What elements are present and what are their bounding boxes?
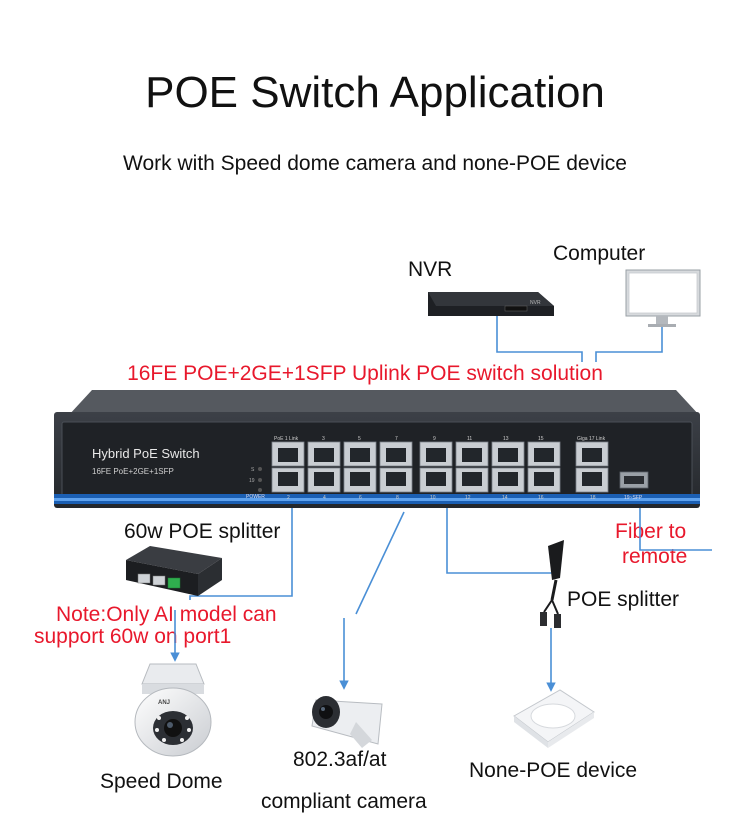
giga-link-label: Giga 17 Link [577, 436, 606, 442]
speed-dome-label: Speed Dome [100, 770, 223, 793]
page-title: POE Switch Application [145, 68, 605, 117]
poe-switch: Hybrid PoE Switch 16FE PoE+2GE+1SFP S 19… [54, 390, 700, 508]
sfp-label: 19~SFP [624, 495, 643, 501]
none-poe-access-point [513, 689, 595, 748]
port-num-16: 16 [538, 495, 544, 501]
poe-splitter-device [540, 540, 564, 628]
port-num-14: 14 [502, 495, 508, 501]
line-nvr [496, 312, 583, 362]
led-s-label: S [251, 467, 255, 473]
port-num-8: 8 [396, 495, 399, 501]
port-num-13: 13 [503, 436, 509, 442]
port-num-5: 5 [358, 436, 361, 442]
line-splitter-60w [189, 500, 293, 600]
power-label: POWER [246, 494, 265, 500]
nvr-label: NVR [408, 258, 453, 281]
led-power [258, 488, 262, 492]
port-num-11: 11 [467, 436, 472, 442]
port-num-7: 7 [395, 436, 398, 442]
bullet-camera [311, 696, 383, 748]
page-subtitle: Work with Speed dome camera and none-POE… [123, 152, 627, 175]
nvr-badge: NVR [530, 300, 541, 306]
speed-dome-camera: ANJ [134, 663, 212, 757]
note-line1: Note:Only AI model can [56, 603, 277, 626]
port-num-4: 4 [323, 495, 326, 501]
none-poe-label: None-POE device [469, 759, 638, 782]
port-num-18: 18 [590, 495, 596, 501]
computer-monitor [625, 269, 701, 327]
port-num-6: 6 [359, 495, 362, 501]
note-line2: support 60w on port1 [34, 625, 232, 648]
fiber-label-line1: Fiber to [615, 520, 687, 543]
line-camera [355, 511, 405, 615]
line-poe-splitter [446, 500, 556, 574]
poe-link-label: PoE 1 Link [274, 436, 299, 442]
port-num-2: 2 [287, 495, 290, 501]
rj45-port-holes [278, 448, 602, 486]
port-num-10: 10 [430, 495, 436, 501]
line-computer [595, 324, 663, 362]
led-s [258, 467, 262, 471]
splitter-60w-label: 60w POE splitter [124, 520, 281, 543]
port-num-12: 12 [465, 495, 471, 501]
led-19 [258, 478, 262, 482]
line-fiber [639, 500, 712, 551]
dome-brand: ANJ [158, 700, 170, 706]
nvr-device: NVR [428, 292, 554, 316]
poe-splitter-label: POE splitter [567, 588, 680, 611]
top-port-numbers: 3 5 7 9 11 13 15 [322, 436, 544, 442]
camera-label-line2: compliant camera [261, 790, 427, 813]
computer-label: Computer [553, 242, 646, 265]
bottom-port-numbers: 2 4 6 8 10 12 14 16 [287, 495, 544, 501]
camera-label-line1: 802.3af/at [293, 748, 387, 771]
port-num-15: 15 [538, 436, 544, 442]
switch-name: Hybrid PoE Switch [92, 446, 200, 461]
port-num-9: 9 [433, 436, 436, 442]
switch-spec: 16FE PoE+2GE+1SFP [92, 467, 174, 476]
led-19-label: 19 [249, 478, 255, 484]
solution-headline: 16FE POE+2GE+1SFP Uplink POE switch solu… [127, 362, 603, 385]
port-num-3: 3 [322, 436, 325, 442]
splitter-60w-device [126, 546, 222, 596]
connection-lines [170, 312, 712, 692]
fiber-label-line2: remote [622, 545, 688, 568]
